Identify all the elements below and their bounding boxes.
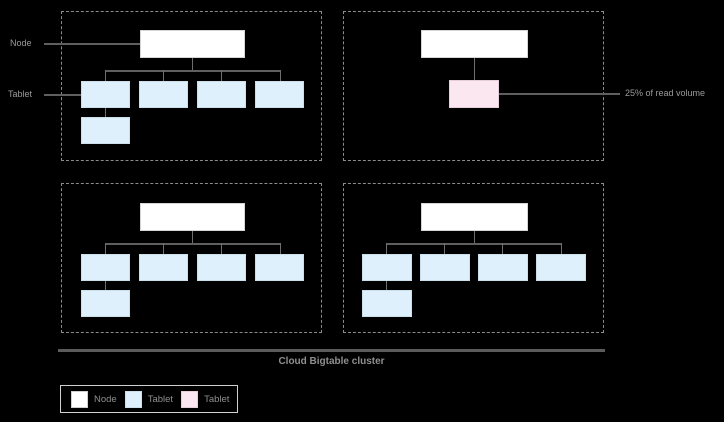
node-box-bottom-left (140, 203, 245, 231)
tablet-box-tl-1 (81, 81, 130, 108)
legend-item-node: Node (71, 390, 117, 408)
connector-node-trunk-br (474, 231, 475, 243)
connector-drop-bl-2 (163, 243, 164, 254)
tablet-box-br-3 (478, 254, 528, 281)
connector-drop-tl-5 (105, 108, 106, 117)
tablet-box-bl-2 (139, 254, 188, 281)
tablet-box-br-1 (362, 254, 412, 281)
connector-drop-br-5 (386, 281, 387, 290)
node-box-top-right (421, 30, 528, 58)
tablet-box-bl-3 (197, 254, 246, 281)
annotation-node-label: Node (10, 38, 32, 48)
connector-drop-br-4 (561, 243, 562, 254)
node-group-top-right (343, 11, 604, 161)
annotation-hotspot-label: 25% of read volume (625, 88, 706, 98)
connector-drop-br-2 (444, 243, 445, 254)
tablet-box-bl-4 (255, 254, 304, 281)
legend-swatch-tablet-icon (124, 390, 142, 408)
tablet-box-tl-2 (139, 81, 188, 108)
legend-item-tablet: Tablet (124, 390, 174, 408)
connector-drop-tl-2 (163, 70, 164, 81)
connector-node-trunk-bl (192, 231, 193, 243)
tablet-box-bl-1 (81, 254, 130, 281)
tablet-box-tl-5 (81, 117, 130, 144)
tablet-box-hotspot (449, 80, 499, 108)
legend-label-hot-tablet: Tablet (204, 393, 230, 405)
legend-label-node: Node (94, 393, 117, 405)
legend-item-hot-tablet: Tablet (181, 390, 230, 408)
legend-swatch-node-icon (71, 390, 88, 408)
annotation-tablet-label: Tablet (8, 89, 33, 99)
connector-drop-bl-3 (221, 243, 222, 254)
node-group-bottom-left (61, 183, 322, 333)
connector-drop-tl-4 (280, 70, 281, 81)
node-box-bottom-right (421, 203, 528, 231)
tablet-box-br-2 (420, 254, 470, 281)
connector-drop-tl-1 (105, 70, 106, 81)
tablet-box-bl-5 (81, 290, 130, 317)
connector-drop-bl-5 (105, 281, 106, 290)
tablet-box-br-4 (536, 254, 586, 281)
connector-drop-br-1 (386, 243, 387, 254)
legend: Node Tablet Tablet (60, 385, 238, 413)
node-group-top-left (61, 11, 322, 161)
leader-hotspot-label (499, 93, 620, 95)
connector-bus-br (386, 243, 562, 245)
connector-node-trunk-tl (192, 58, 193, 70)
tablet-box-tl-3 (197, 81, 246, 108)
node-box-top-left (140, 30, 245, 58)
connector-drop-tl-3 (221, 70, 222, 81)
connector-drop-br-3 (502, 243, 503, 254)
leader-tablet-label (44, 94, 81, 96)
connector-node-trunk-tr (474, 58, 475, 80)
tablet-box-tl-4 (255, 81, 304, 108)
cluster-caption: Cloud Bigtable cluster (278, 356, 385, 367)
connector-bus-bl (105, 243, 281, 245)
node-group-bottom-right (343, 183, 604, 333)
leader-node-label (44, 43, 140, 45)
cluster-divider (58, 349, 605, 352)
legend-swatch-hot-tablet-icon (181, 390, 199, 408)
legend-label-tablet: Tablet (147, 393, 174, 405)
connector-drop-bl-1 (105, 243, 106, 254)
tablet-box-br-5 (362, 290, 412, 317)
connector-bus-tl (105, 70, 281, 72)
connector-drop-bl-4 (280, 243, 281, 254)
